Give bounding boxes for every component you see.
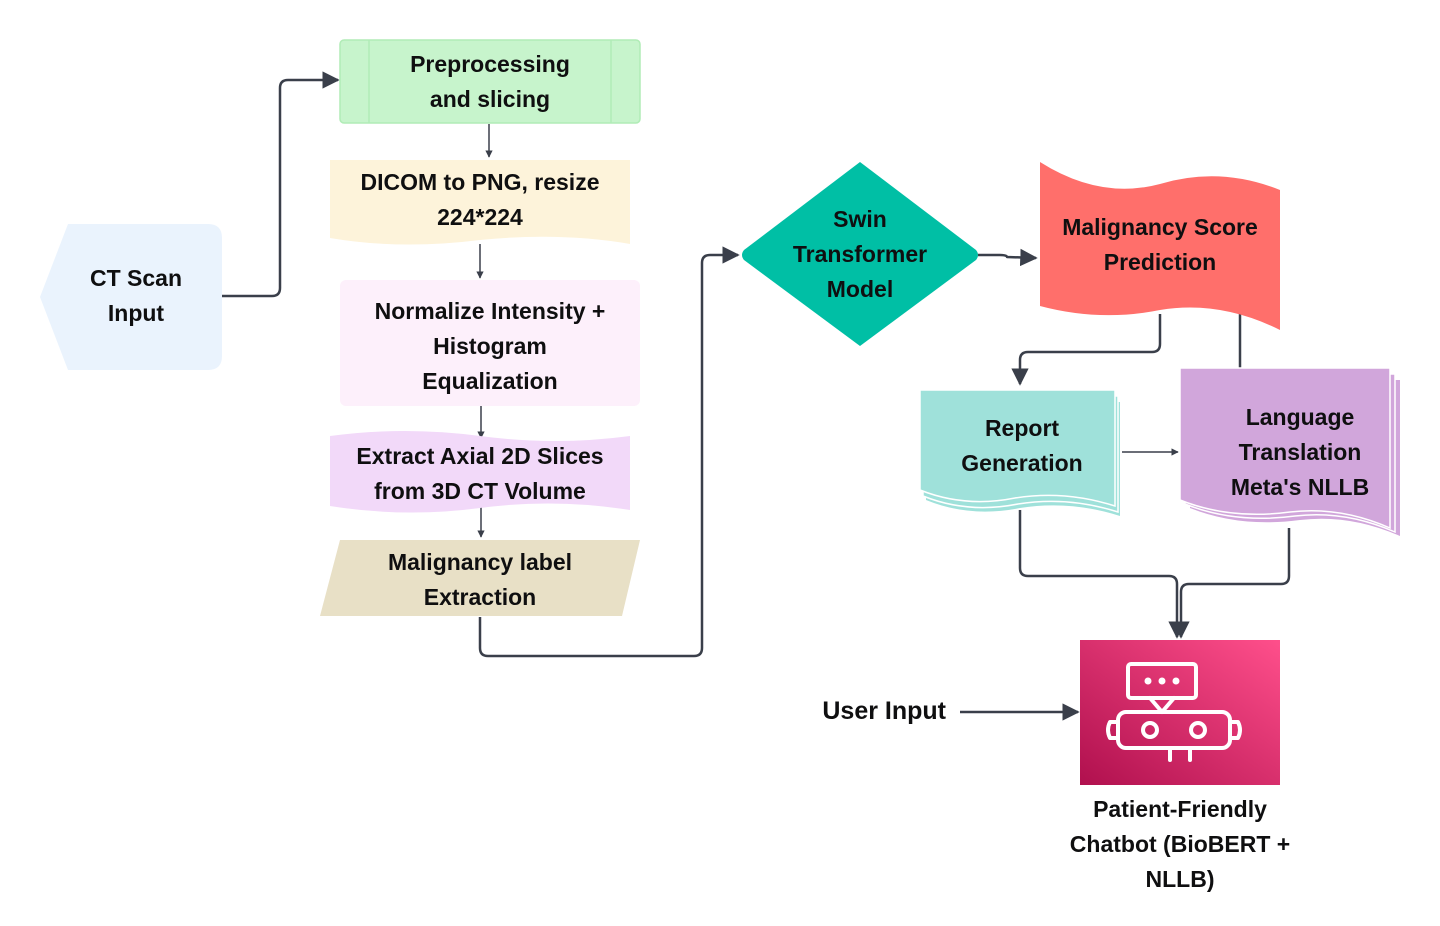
- node-dicom-to-png[interactable]: DICOM to PNG, resize 224*224: [330, 160, 630, 245]
- ct_scan-label-line: Input: [108, 300, 165, 326]
- label-label-line: Extraction: [424, 584, 536, 610]
- node-dicom-label: DICOM to PNG, resize 224*224: [361, 169, 600, 230]
- robot-chat-icon: [1106, 662, 1242, 762]
- edge-swin-to-malignancy: [978, 248, 1038, 267]
- node-extract-label: Extract Axial 2D Slices from 3D CT Volume: [356, 443, 603, 504]
- normalize-label-line: Equalization: [422, 368, 557, 394]
- edge-ct-to-preprocessing: [222, 71, 340, 298]
- translation-label-line: Language: [1246, 404, 1355, 430]
- swin-label-line: Swin: [833, 206, 887, 232]
- node-preprocessing-label: Preprocessing and slicing: [410, 51, 570, 112]
- preprocessing-label-line: and slicing: [430, 86, 550, 112]
- normalize-label-line: Histogram: [433, 333, 547, 359]
- edge-report-to-chatbot: [1018, 510, 1186, 639]
- node-extract-slices[interactable]: Extract Axial 2D Slices from 3D CT Volume: [330, 431, 630, 513]
- edge-malignancy-to-report: [1011, 314, 1162, 386]
- swin-label-line: Transformer: [793, 241, 927, 267]
- label-label-line: Malignancy label: [388, 549, 572, 575]
- chatbot-label-line: Chatbot (BioBERT +: [1070, 831, 1290, 857]
- node-preprocessing[interactable]: Preprocessing and slicing: [339, 39, 641, 124]
- malignancy-label-line: Prediction: [1104, 249, 1216, 275]
- chatbot-label-line: NLLB): [1146, 866, 1215, 892]
- edge-label-to-swin: [478, 246, 740, 658]
- report-label-line: Report: [985, 415, 1059, 441]
- malignancy-label-line: Malignancy Score: [1062, 214, 1258, 240]
- node-user-input[interactable]: User Input: [822, 697, 946, 725]
- dicom-label-line: DICOM to PNG, resize: [361, 169, 600, 195]
- dicom-label-line: 224*224: [437, 204, 523, 230]
- normalize-label-line: Normalize Intensity +: [375, 298, 606, 324]
- translation-label-line: Translation: [1239, 439, 1362, 465]
- preprocessing-label-line: Preprocessing: [410, 51, 570, 77]
- extract-label-line: from 3D CT Volume: [374, 478, 586, 504]
- ct_scan-label-line: CT Scan: [90, 265, 182, 291]
- translation-label-line: Meta's NLLB: [1231, 474, 1369, 500]
- chatbot-label-line: Patient-Friendly: [1093, 796, 1267, 822]
- report-label-line: Generation: [961, 450, 1082, 476]
- swin-label-line: Model: [827, 276, 893, 302]
- connectors: [222, 71, 1291, 721]
- user_input-label-line: User Input: [822, 697, 946, 725]
- node-user-input-label: User Input: [822, 697, 946, 725]
- extract-label-line: Extract Axial 2D Slices: [356, 443, 603, 469]
- edge-translation-to-chatbot: [1172, 528, 1291, 639]
